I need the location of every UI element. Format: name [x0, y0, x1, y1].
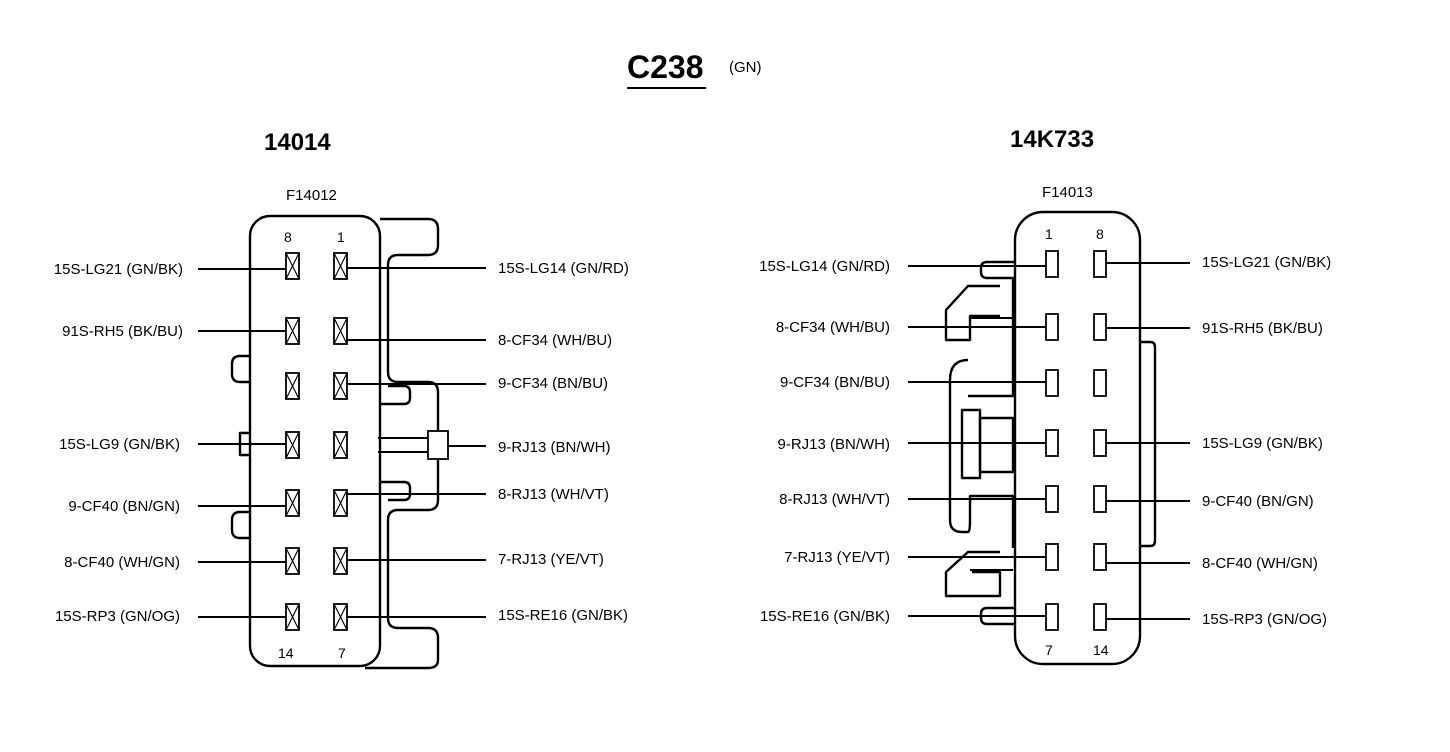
- left-pin: [285, 431, 300, 459]
- right-pin-column-b: [1093, 250, 1107, 631]
- left-pin: [285, 603, 300, 631]
- left-pin: [285, 372, 300, 400]
- right-wire-label-4: 9-CF40 (BN/GN): [1202, 493, 1314, 510]
- right-connector-name: 14K733: [1010, 126, 1094, 153]
- left-wire-label-1: 15S-LG21 (GN/BK): [54, 261, 183, 278]
- right-connector-hook-upper: [944, 284, 1000, 342]
- left-pin: [333, 252, 348, 280]
- left-pin-number-top-right: 1: [337, 229, 345, 245]
- left-right-wire-label-4: 9-RJ13 (BN/WH): [498, 439, 611, 456]
- left-pin-number-bottom-left: 14: [278, 645, 294, 661]
- right-wire-label-2: 91S-RH5 (BK/BU): [1202, 320, 1323, 337]
- right-pin: [1093, 485, 1107, 513]
- left-connector-name: 14014: [264, 129, 331, 156]
- left-wire-label-6: 15S-RP3 (GN/OG): [55, 608, 180, 625]
- right-left-wire-label-7: 15S-RE16 (GN/BK): [760, 608, 890, 625]
- left-pin: [333, 489, 348, 517]
- left-connector: 14014 F14012 8 1 14 7: [54, 129, 629, 670]
- left-pin-number-top-left: 8: [284, 229, 292, 245]
- left-pin-number-bottom-right: 7: [338, 645, 346, 661]
- right-connector-part: F14013: [1042, 184, 1093, 201]
- left-pin: [285, 489, 300, 517]
- right-pin-number-top-right: 8: [1096, 226, 1104, 242]
- left-wire-label-4: 9-CF40 (BN/GN): [68, 498, 180, 515]
- right-pin: [1045, 313, 1059, 341]
- left-pin: [285, 547, 300, 575]
- right-pin: [1093, 603, 1107, 631]
- right-connector-hook-lower: [944, 550, 1002, 598]
- left-pin-column-a: [285, 252, 300, 631]
- left-connector-tab-1: [230, 354, 250, 384]
- right-pin-number-bottom-right: 14: [1093, 642, 1109, 658]
- right-left-wire-label-3: 9-CF34 (BN/BU): [780, 374, 890, 391]
- right-pin-number-bottom-left: 7: [1045, 642, 1053, 658]
- right-connector-body: [1013, 210, 1142, 666]
- left-connector-clip-lower: [380, 480, 412, 502]
- right-pin: [1045, 543, 1059, 571]
- right-pin: [1093, 429, 1107, 457]
- left-pin: [285, 252, 300, 280]
- right-wire-label-3: 15S-LG9 (GN/BK): [1202, 435, 1323, 452]
- right-pin: [1045, 250, 1059, 278]
- left-pin: [333, 317, 348, 345]
- right-connector-latch-middle: [948, 358, 1015, 548]
- left-right-wire-label-3: 9-CF34 (BN/BU): [498, 375, 608, 392]
- right-pin: [1093, 369, 1107, 397]
- right-left-wire-label-6: 7-RJ13 (YE/VT): [784, 549, 890, 566]
- left-right-wire-label-2: 8-CF34 (WH/BU): [498, 332, 612, 349]
- left-pin: [285, 317, 300, 345]
- left-pin: [333, 431, 348, 459]
- right-pin: [1045, 603, 1059, 631]
- left-connector-key: [427, 430, 449, 460]
- left-wire-label-5: 8-CF40 (WH/GN): [64, 554, 180, 571]
- right-connector: 14K733 F14013 1 8 7 14: [759, 126, 1331, 666]
- right-left-wire-label-5: 8-RJ13 (WH/VT): [779, 491, 890, 508]
- connector-title: C238: [627, 49, 704, 85]
- right-connector-key-inner: [978, 416, 1015, 474]
- left-connector-body: [248, 214, 382, 668]
- left-wire-label-3: 15S-LG9 (GN/BK): [59, 436, 180, 453]
- left-pin: [333, 547, 348, 575]
- right-pin-number-top-left: 1: [1045, 226, 1053, 242]
- left-connector-latch: [365, 217, 440, 670]
- left-connector-tab-3: [230, 510, 250, 540]
- right-wire-label-5: 8-CF40 (WH/GN): [1202, 555, 1318, 572]
- right-pin: [1045, 369, 1059, 397]
- left-right-wire-label-1: 15S-LG14 (GN/RD): [498, 260, 629, 277]
- right-pin: [1045, 485, 1059, 513]
- right-left-wire-label-4: 9-RJ13 (BN/WH): [777, 436, 890, 453]
- right-connector-latch-upper: [968, 260, 1015, 398]
- left-pin: [333, 372, 348, 400]
- left-connector-part: F14012: [286, 187, 337, 204]
- right-pin: [1093, 543, 1107, 571]
- connector-color-code: (GN): [729, 59, 762, 76]
- right-pin: [1093, 313, 1107, 341]
- left-right-wire-label-5: 8-RJ13 (WH/VT): [498, 486, 609, 503]
- right-pin: [1045, 429, 1059, 457]
- left-connector-clip-upper: [380, 384, 412, 406]
- left-wire-label-2: 91S-RH5 (BK/BU): [62, 323, 183, 340]
- right-pin: [1093, 250, 1107, 278]
- right-left-wire-label-2: 8-CF34 (WH/BU): [776, 319, 890, 336]
- left-right-wire-label-7: 15S-RE16 (GN/BK): [498, 607, 628, 624]
- right-wire-label-6: 15S-RP3 (GN/OG): [1202, 611, 1327, 628]
- left-pin: [333, 603, 348, 631]
- left-pin-column-b: [333, 252, 348, 631]
- right-left-wire-label-1: 15S-LG14 (GN/RD): [759, 258, 890, 275]
- right-pin-column-a: [1045, 250, 1059, 631]
- left-right-wire-label-6: 7-RJ13 (YE/VT): [498, 551, 604, 568]
- right-wire-label-1: 15S-LG21 (GN/BK): [1202, 254, 1331, 271]
